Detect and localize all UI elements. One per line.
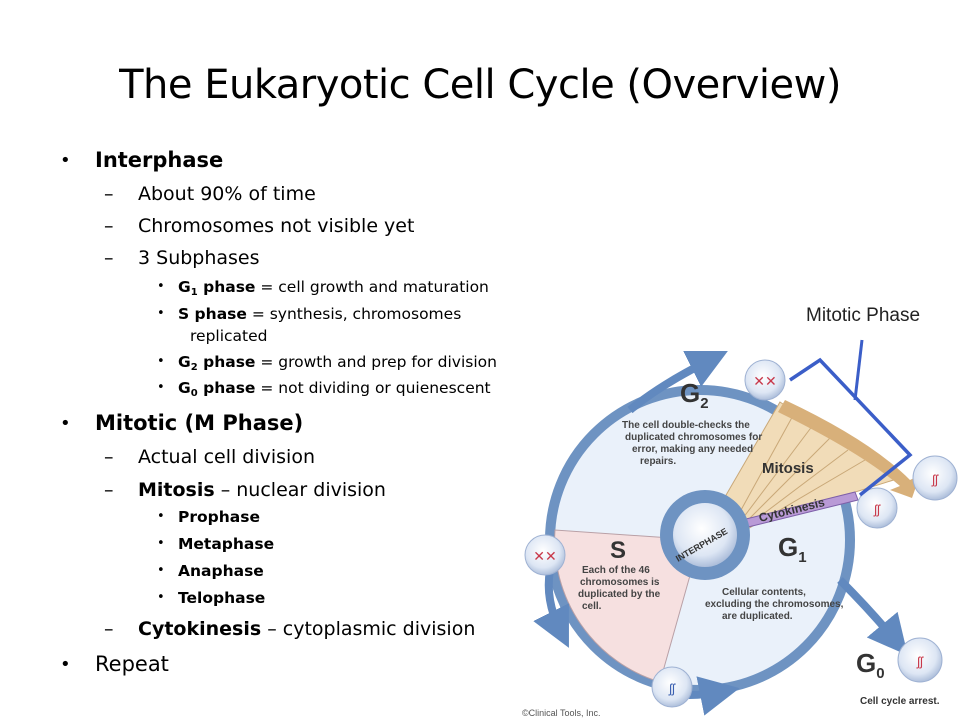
g2-item: G2 phase = growth and prep for division	[178, 353, 497, 373]
dash-icon: –	[104, 618, 114, 640]
g0-arrow	[837, 577, 908, 656]
cell-cycle-diagram: ✕✕ ✕✕ ʃʃ ʃʃ ʃʃ ʃʃ G2 The cell double-che…	[522, 339, 958, 718]
nucleus	[673, 503, 737, 567]
s-label: S	[610, 537, 626, 564]
cell-icons: ✕✕ ✕✕ ʃʃ ʃʃ ʃʃ ʃʃ	[524, 359, 958, 708]
g2-label: G2	[680, 378, 709, 412]
g1-label: G1	[778, 532, 807, 566]
g0-label: G0	[856, 648, 885, 682]
g0-item: G0 phase = not dividing or quienescent	[178, 379, 491, 399]
not-visible-item: Chromosomes not visible yet	[138, 215, 415, 237]
dash-icon: –	[104, 183, 114, 205]
bullet-icon: •	[60, 413, 71, 434]
arrest-label: Cell cycle arrest.	[860, 696, 940, 707]
bullet-icon: •	[157, 536, 165, 551]
anaphase-item: Anaphase	[178, 562, 264, 580]
cytokinesis-item: Cytokinesis – cytoplasmic division	[138, 618, 476, 640]
ring-arrow-top	[627, 351, 728, 414]
copyright-text: ©Clinical Tools, Inc.	[522, 708, 601, 718]
dash-icon: –	[104, 247, 114, 269]
bullet-icon: •	[157, 279, 165, 294]
svg-text:✕✕: ✕✕	[753, 373, 776, 389]
subphases-item: 3 Subphases	[138, 247, 260, 269]
svg-text:ʃʃ: ʃʃ	[931, 472, 939, 487]
repeat-item: Repeat	[95, 652, 169, 676]
g2-description: The cell double-checks the duplicated ch…	[622, 420, 765, 467]
metaphase-item: Metaphase	[178, 535, 275, 553]
bullet-icon: •	[60, 150, 71, 171]
bullet-icon: •	[157, 590, 165, 605]
g1-item: G1 phase = cell growth and maturation	[178, 278, 489, 298]
prophase-item: Prophase	[178, 508, 260, 526]
bullet-icon: •	[157, 306, 165, 321]
svg-text:ʃʃ: ʃʃ	[668, 681, 676, 696]
bullet-icon: •	[60, 654, 71, 675]
mitotic-heading: Mitotic (M Phase)	[95, 411, 304, 435]
s-item: S phase = synthesis, chromosomes	[178, 305, 462, 323]
bullet-icon: •	[157, 563, 165, 578]
mitotic-phase-label: Mitotic Phase	[806, 305, 921, 326]
dash-icon: –	[104, 215, 114, 237]
dash-icon: –	[104, 479, 114, 501]
about90-item: About 90% of time	[138, 183, 316, 205]
g1-description: Cellular contents, excluding the chromos…	[705, 587, 846, 622]
telophase-item: Telophase	[178, 589, 266, 607]
s-description: Each of the 46 chromosomes is duplicated…	[578, 565, 663, 612]
interphase-heading: Interphase	[95, 148, 224, 172]
bullet-icon: •	[157, 380, 165, 395]
mitotic-pointer	[853, 339, 864, 401]
s-item-cont: replicated	[190, 327, 268, 345]
svg-text:ʃʃ: ʃʃ	[873, 502, 881, 517]
actual-item: Actual cell division	[138, 446, 316, 468]
dash-icon: –	[104, 446, 114, 468]
svg-text:✕✕: ✕✕	[533, 548, 556, 564]
svg-text:ʃʃ: ʃʃ	[916, 654, 924, 669]
bullet-icon: •	[157, 354, 165, 369]
mitosis-label: Mitosis	[762, 460, 814, 477]
slide-title: The Eukaryotic Cell Cycle (Overview)	[119, 62, 841, 108]
mitosis-item: Mitosis – nuclear division	[138, 479, 386, 501]
mitotic-bracket	[789, 357, 913, 497]
bullet-icon: •	[157, 509, 165, 524]
